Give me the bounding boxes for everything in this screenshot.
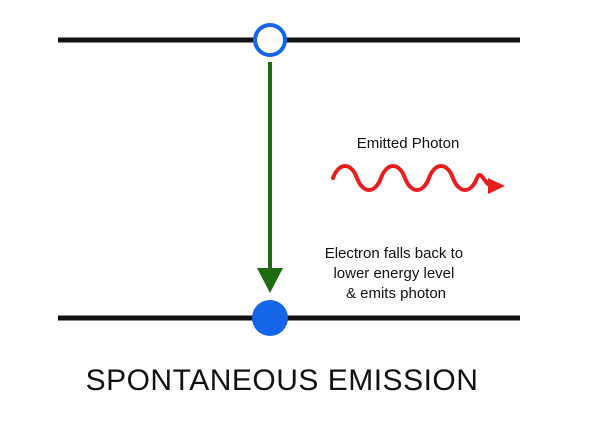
excited-state-vacancy — [253, 23, 287, 57]
transition-description-line-2: lower energy level — [333, 265, 454, 282]
transition-arrow-head — [257, 268, 283, 293]
transition-description-line-1: Electron falls back to — [325, 245, 463, 262]
diagram-title: SPONTANEOUS EMISSION — [86, 364, 479, 397]
transition-description-line-3: & emits photon — [346, 285, 446, 302]
transition-description: Electron falls back to lower energy leve… — [325, 245, 468, 302]
photon-label: Emitted Photon — [357, 135, 460, 152]
photon-wave — [331, 164, 494, 192]
photon-arrow-head — [488, 178, 505, 194]
electron — [252, 300, 288, 336]
